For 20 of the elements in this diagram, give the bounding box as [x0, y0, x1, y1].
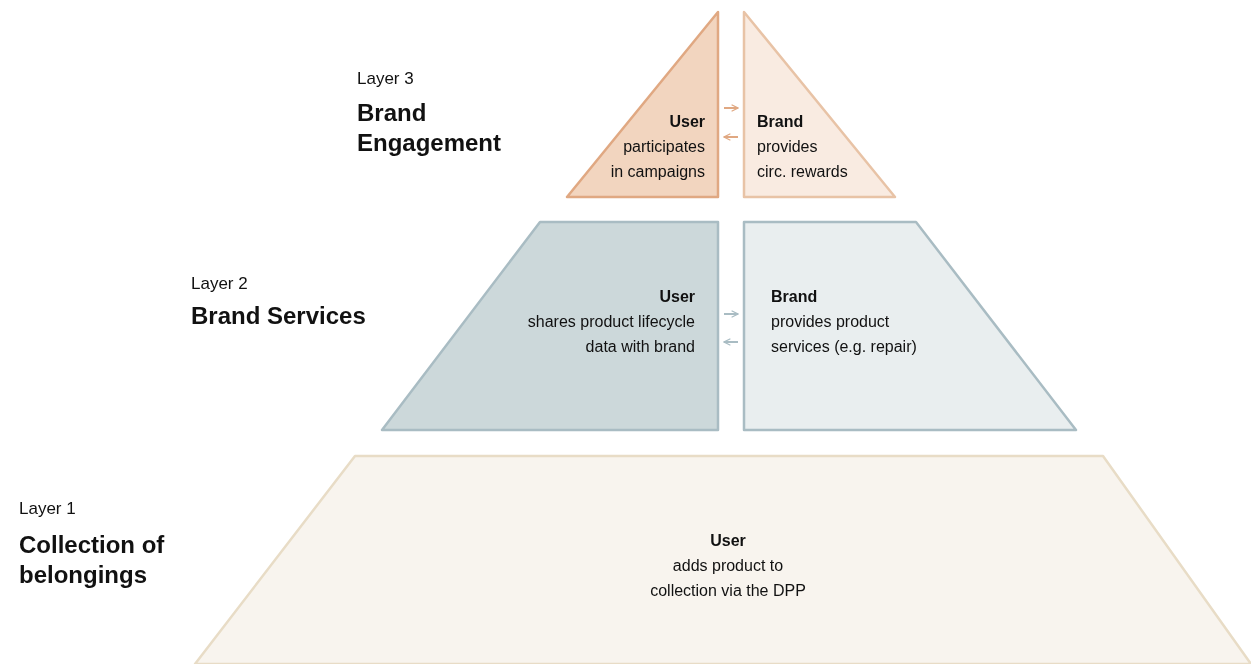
layer-number: Layer 3: [357, 68, 414, 90]
arrow: [723, 133, 739, 141]
layer-title: Brand Services: [191, 301, 366, 331]
role-description: provides product services (e.g. repair): [771, 312, 918, 357]
layer-title: Collection of belongings: [19, 530, 166, 590]
layer-title: Brand Engagement: [357, 98, 503, 158]
role-description: participates in campaigns: [609, 137, 705, 182]
role-description: adds product to collection via the DPP: [649, 556, 807, 601]
role-heading: User: [710, 531, 746, 551]
role-heading: User: [669, 112, 705, 132]
arrow: [723, 104, 739, 112]
role-heading: Brand: [757, 112, 804, 132]
layer-number: Layer 1: [19, 498, 76, 520]
arrow: [723, 338, 739, 346]
role-description: provides circ. rewards: [757, 137, 849, 182]
role-heading: User: [659, 287, 695, 307]
arrow: [723, 310, 739, 318]
layer-number: Layer 2: [191, 273, 248, 295]
role-heading: Brand: [771, 287, 818, 307]
role-description: shares product lifecycle data with brand: [526, 312, 695, 357]
